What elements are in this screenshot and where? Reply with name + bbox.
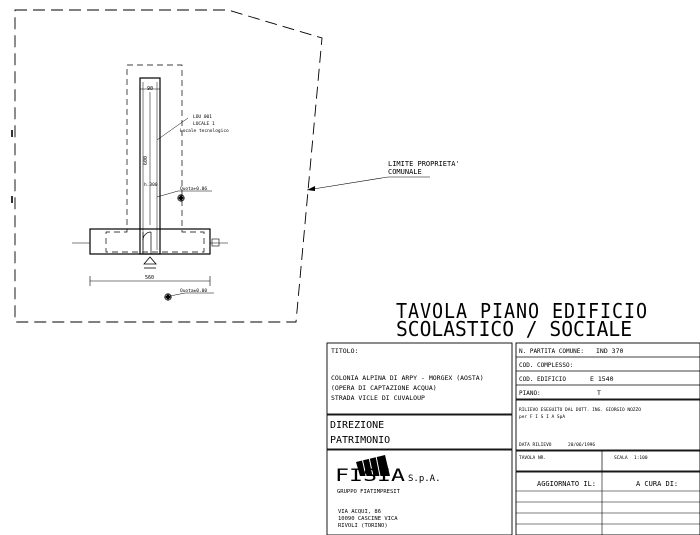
building-plan	[72, 64, 228, 297]
company-address-2: 10090 CASCINE VICA	[338, 516, 398, 522]
level-marker-lower	[164, 293, 172, 301]
plan-bar	[89, 228, 211, 255]
company-spa: S.p.A.	[408, 474, 441, 484]
quota-upper-leader	[156, 190, 212, 198]
direzione-line1: DIREZIONE	[330, 420, 384, 431]
title-block	[326, 342, 700, 535]
quota-lower-leader	[169, 292, 214, 297]
quota-lower-label: Quota±0.00	[180, 288, 207, 294]
titolo-label: TITOLO:	[331, 347, 358, 355]
scala-value: 1:100	[634, 455, 648, 461]
partita-label: N. PARTITA COMUNE:	[519, 348, 584, 355]
room-code: LOU 001	[193, 114, 212, 120]
tavola-label: TAVOLA NR.	[519, 455, 546, 461]
company-group: GRUPPO FIATIMPRESIT	[337, 489, 401, 495]
level-marker-upper	[177, 194, 185, 202]
entrance-triangle-icon	[143, 256, 157, 269]
plan-outline-dashed	[105, 64, 205, 253]
property-boundary-line	[14, 9, 323, 323]
dim-top-label: 90	[147, 86, 153, 92]
boundary-label-line1: LIMITE PROPRIETA'	[388, 160, 460, 168]
company-name: FISIA	[335, 466, 405, 486]
sheet-title-line2: SCOLASTICO / SOCIALE	[396, 317, 632, 341]
scala-label: SCALA	[614, 455, 628, 461]
dim-mid-label: 600	[143, 156, 149, 165]
cura-label: A CURA DI:	[636, 480, 678, 488]
company-address-1: VIA ACQUI, 86	[338, 509, 381, 515]
titolo-line-3: STRADA VICLE DI CUVALOUP	[331, 394, 425, 402]
quota-upper-label: Quota+0.06	[180, 186, 207, 192]
rilievo-line1: RILIEVO ESEGUITO DAL DOTT. ING. GIORGIO …	[519, 407, 641, 413]
room-name: Locale tecnologico	[180, 128, 229, 134]
titolo-line-1: COLONIA ALPINA DI ARPY - MORGEX (AOSTA)	[331, 374, 484, 382]
edificio-label: COD. EDIFICIO	[519, 376, 566, 383]
aggiornato-label: AGGIORNATO IL:	[537, 480, 596, 488]
data-rilievo-value: 20/06/1996	[568, 442, 595, 448]
company-address-3: RIVOLI (TORINO)	[338, 523, 388, 529]
direzione-line2: PATRIMONIO	[330, 435, 390, 446]
sheet-title-line1: TAVOLA PIANO EDIFICIO	[396, 299, 648, 323]
edificio-value: E 1540	[590, 375, 614, 383]
rilievo-line2: per F I S I A SpA	[519, 414, 565, 420]
door-swing	[142, 231, 152, 241]
partita-value: IND 370	[596, 347, 623, 355]
complesso-label: COD. COMPLESSO:	[519, 362, 573, 369]
company-logo-icon	[356, 455, 390, 477]
room-leader-line	[156, 117, 189, 141]
boundary-leader	[306, 176, 430, 191]
piano-label: PIANO:	[519, 390, 541, 397]
dim-h-label: h.300	[144, 182, 158, 188]
data-rilievo-label: DATA RILIEVO	[519, 442, 552, 448]
piano-value: T	[597, 389, 601, 397]
titolo-line-2: (OPERA DI CAPTAZIONE ACQUA)	[331, 384, 437, 392]
boundary-label-line2: COMUNALE	[388, 168, 422, 176]
room-label: LOCALE 1	[193, 121, 215, 127]
dim-bottom-label: 560	[145, 275, 154, 281]
